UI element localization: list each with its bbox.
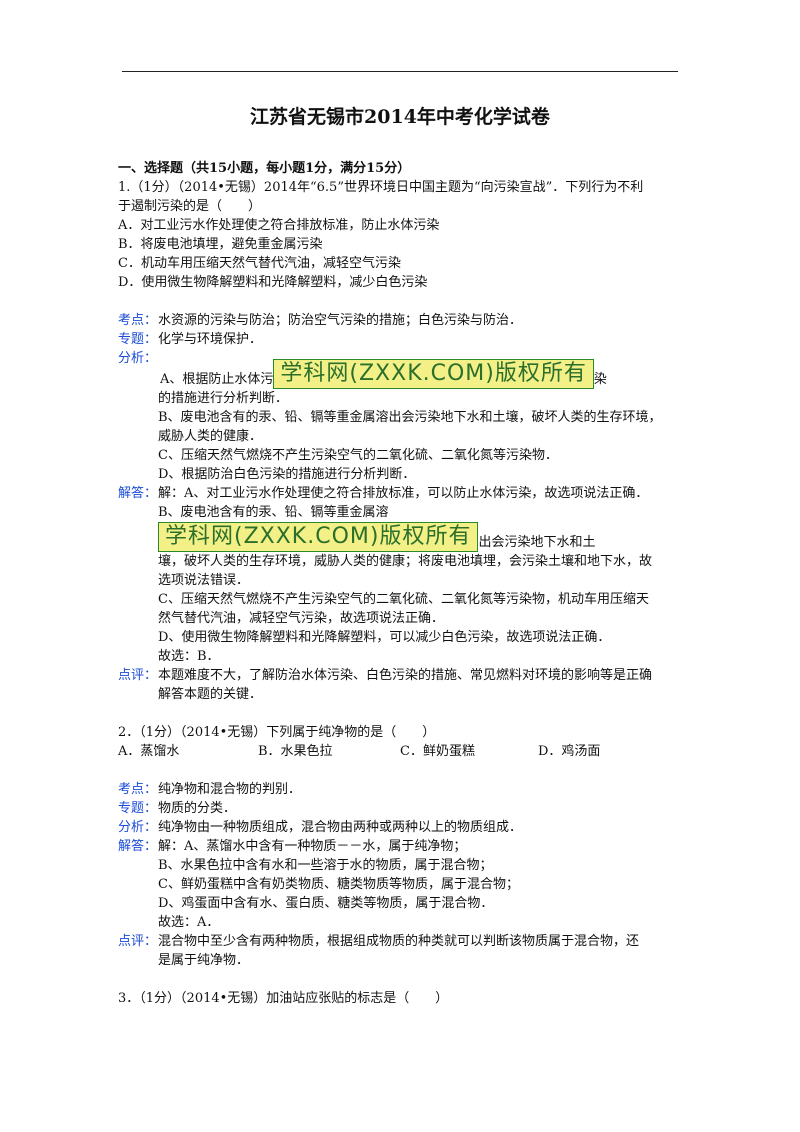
fenxi-row: 分析： 纯净物由一种物质组成，混合物由两种或两种以上的物质组成． (118, 818, 678, 837)
jieda-text: 壤，破坏人类的生存环境，威胁人类的健康；将废电池填埋，会污染土壤和地下水，故 (158, 554, 653, 569)
fenxi-text: 染 (593, 372, 607, 387)
fenxi-text: D、根据防治白色污染的措施进行分析判断． (158, 467, 416, 482)
fenxi-text: 威胁人类的健康． (158, 429, 263, 444)
jieda-label: 解答： (118, 486, 158, 501)
zhuanti-label: 专题： (118, 332, 158, 347)
kaodian-text: 纯净物和混合物的判别． (158, 782, 302, 797)
option-a: A．对工业污水作处理使之符合排放标准，防止水体污染 (118, 218, 440, 233)
jieda-answer: 故选：B． (158, 649, 220, 664)
watermark-stamp: 学科网(ZXXK.COM)版权所有 (158, 522, 479, 552)
kaodian-row: 考点： 水资源的污染与防治；防治空气污染的措施；白色污染与防治． (118, 311, 678, 330)
option-b: B．将废电池填埋，避免重金属污染 (118, 237, 323, 252)
zhuanti-label: 专题： (118, 801, 158, 816)
fenxi-label: 分析： (118, 351, 158, 366)
watermark-stamp: 学科网(ZXXK.COM)版权所有 (273, 359, 594, 389)
document-body: 一、选择题（共15小题，每小题1分，满分15分） 1.（1分）（2014•无锡）… (118, 159, 678, 1008)
fenxi-text: C、压缩天然气燃烧不产生污染空气的二氧化硫、二氧化氮等污染物． (158, 448, 558, 463)
kaodian-text: 水资源的污染与防治；防治空气污染的措施；白色污染与防治． (158, 313, 523, 328)
option-d: D．鸡汤面 (538, 744, 601, 759)
dianping-row: 点评： 本题难度不大，了解防治水体污染、白色污染的措施、常见燃料对环境的影响等是… (118, 666, 678, 704)
question-stem: 3．（1分）（2014•无锡）加油站应张贴的标志是（ ） (118, 991, 449, 1006)
dianping-label: 点评： (118, 668, 158, 683)
option-b: B．水果色拉 (258, 744, 333, 759)
question-1: 1.（1分）（2014•无锡）2014年“6.5”世界环境日中国主题为“向污染宣… (118, 178, 678, 704)
page-title: 江苏省无锡市2014年中考化学试卷 (250, 106, 550, 128)
section-heading: 一、选择题（共15小题，每小题1分，满分15分） (118, 161, 411, 176)
fenxi-label: 分析： (118, 820, 158, 835)
dianping-text: 混合物中至少含有两种物质，根据组成物质的种类就可以判断该物质属于混合物，还 (158, 934, 640, 949)
option-d: D．使用微生物降解塑料和光降解塑料，减少白色污染 (118, 275, 428, 290)
fenxi-row: 分析： A、根据防止水体污学科网(ZXXK.COM)版权所有染 的措施进行分析判… (118, 349, 678, 484)
jieda-text: C、鲜奶蛋糕中含有奶类物质、糖类物质等物质，属于混合物； (158, 877, 519, 892)
jieda-text: C、压缩天然气燃烧不产生污染空气的二氧化硫、二氧化氮等污染物，机动车用压缩天 (158, 592, 649, 607)
dianping-text: 解答本题的关键． (158, 687, 263, 702)
kaodian-row: 考点： 纯净物和混合物的判别． (118, 780, 678, 799)
question-stem: 2．（1分）（2014•无锡）下列属于纯净物的是（ ） (118, 725, 436, 740)
zhuanti-row: 专题： 物质的分类． (118, 799, 678, 818)
fenxi-text: A、根据防止水体污 (160, 372, 274, 387)
jieda-text: 解：A、对工业污水作处理使之符合排放标准，可以防止水体污染，故选项说法正确． (158, 486, 649, 501)
jieda-text: 出会污染地下水和土 (478, 535, 596, 550)
jieda-text: D、鸡蛋面中含有水、蛋白质、糖类等物质，属于混合物． (158, 896, 494, 911)
question-stem: 于遏制污染的是（ ） (118, 199, 262, 214)
zhuanti-text: 化学与环境保护． (158, 332, 263, 347)
question-3: 3．（1分）（2014•无锡）加油站应张贴的标志是（ ） (118, 989, 678, 1008)
jieda-text: 选项说法错误． (158, 573, 250, 588)
zhuanti-row: 专题： 化学与环境保护． (118, 330, 678, 349)
jieda-row: 解答： 解：A、对工业污水作处理使之符合排放标准，可以防止水体污染，故选项说法正… (118, 484, 678, 666)
jieda-text: 然气替代汽油，减轻空气污染，故选项说法正确． (158, 611, 445, 626)
fenxi-text: B、废电池含有的汞、铅、镉等重金属溶出会污染地下水和土壤，破坏人类的生存环境， (158, 410, 662, 425)
jieda-answer: 故选：A． (158, 915, 220, 930)
jieda-text: D、使用微生物降解塑料和光降解塑料，可以减少白色污染，故选项说法正确． (158, 630, 611, 645)
jieda-label: 解答： (118, 839, 158, 854)
dianping-row: 点评： 混合物中至少含有两种物质，根据组成物质的种类就可以判断该物质属于混合物，… (118, 932, 678, 970)
option-a: A．蒸馏水 (118, 744, 180, 759)
option-list: A．蒸馏水 B．水果色拉 C．鲜奶蛋糕 D．鸡汤面 (118, 742, 678, 761)
option-c: C．鲜奶蛋糕 (400, 744, 475, 759)
dianping-text: 是属于纯净物． (158, 953, 250, 968)
dianping-text: 本题难度不大，了解防治水体污染、白色污染的措施、常见燃料对环境的影响等是正确 (158, 668, 653, 683)
fenxi-text: 纯净物由一种物质组成，混合物由两种或两种以上的物质组成． (158, 820, 523, 835)
header-rule (122, 71, 678, 72)
option-c: C．机动车用压缩天然气替代汽油，减轻空气污染 (118, 256, 401, 271)
jieda-text: B、水果色拉中含有水和一些溶于水的物质，属于混合物； (158, 858, 493, 873)
jieda-row: 解答： 解：A、蒸馏水中含有一种物质－－水，属于纯净物； B、水果色拉中含有水和… (118, 837, 678, 932)
kaodian-label: 考点： (118, 782, 158, 797)
question-2: 2．（1分）（2014•无锡）下列属于纯净物的是（ ） A．蒸馏水 B．水果色拉… (118, 723, 678, 970)
jieda-text: 解：A、蒸馏水中含有一种物质－－水，属于纯净物； (158, 839, 467, 854)
jieda-text: B、废电池含有的汞、铅、镉等重金属溶 (158, 505, 389, 520)
zhuanti-text: 物质的分类． (158, 801, 237, 816)
fenxi-text: 的措施进行分析判断． (158, 391, 289, 406)
kaodian-label: 考点： (118, 313, 158, 328)
dianping-label: 点评： (118, 934, 158, 949)
question-stem: 1.（1分）（2014•无锡）2014年“6.5”世界环境日中国主题为“向污染宣… (118, 180, 644, 195)
